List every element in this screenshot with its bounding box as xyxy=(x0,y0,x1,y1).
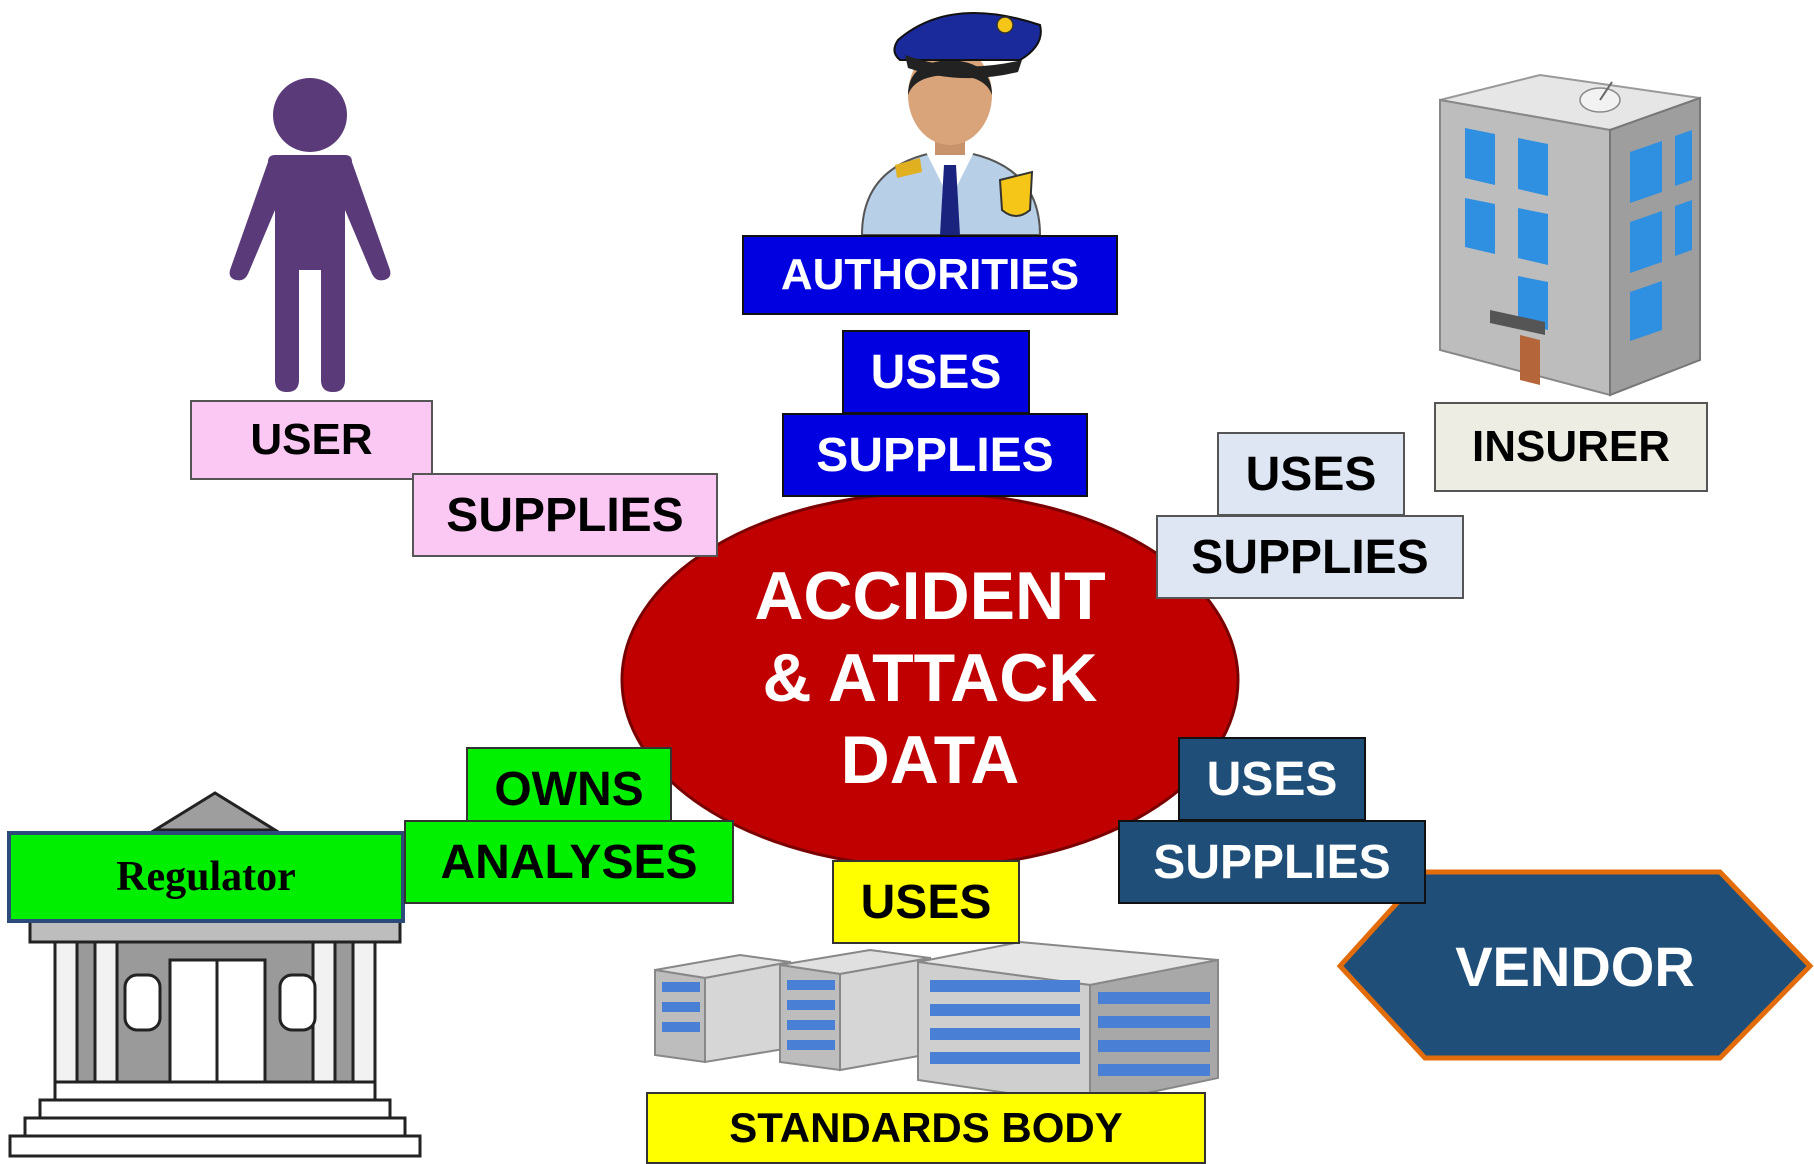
insurer-supplies-label: SUPPLIES xyxy=(1156,515,1464,599)
regulator-owns-label: OWNS xyxy=(466,747,672,831)
office-buildings-icon xyxy=(654,940,1219,1107)
user-supplies-label: SUPPLIES xyxy=(412,473,718,557)
vendor-supplies-label: SUPPLIES xyxy=(1118,820,1426,904)
hub-label: ACCIDENT & ATTACK DATA xyxy=(625,555,1235,801)
vendor-label: VENDOR xyxy=(1455,934,1695,998)
person-icon xyxy=(229,78,391,392)
authorities-label: AUTHORITIES xyxy=(742,235,1118,315)
regulator-label: Regulator xyxy=(7,831,405,923)
user-label: USER xyxy=(190,400,433,480)
hub-label-line: DATA xyxy=(840,722,1020,798)
office-tower-icon xyxy=(1439,73,1701,397)
insurer-label: INSURER xyxy=(1434,402,1708,492)
hub-label-line: ACCIDENT xyxy=(754,558,1106,634)
standards-body-uses-label: USES xyxy=(832,860,1020,944)
authorities-supplies-label: SUPPLIES xyxy=(782,413,1088,497)
police-officer-icon xyxy=(860,12,1042,236)
authorities-uses-label: USES xyxy=(842,330,1030,414)
courthouse-icon xyxy=(8,791,422,1158)
hub-label-line: & ATTACK xyxy=(762,640,1098,716)
regulator-analyses-label: ANALYSES xyxy=(404,820,734,904)
insurer-uses-label: USES xyxy=(1217,432,1405,516)
standards-body-label: STANDARDS BODY xyxy=(646,1092,1206,1164)
vendor-uses-label: USES xyxy=(1178,737,1366,821)
